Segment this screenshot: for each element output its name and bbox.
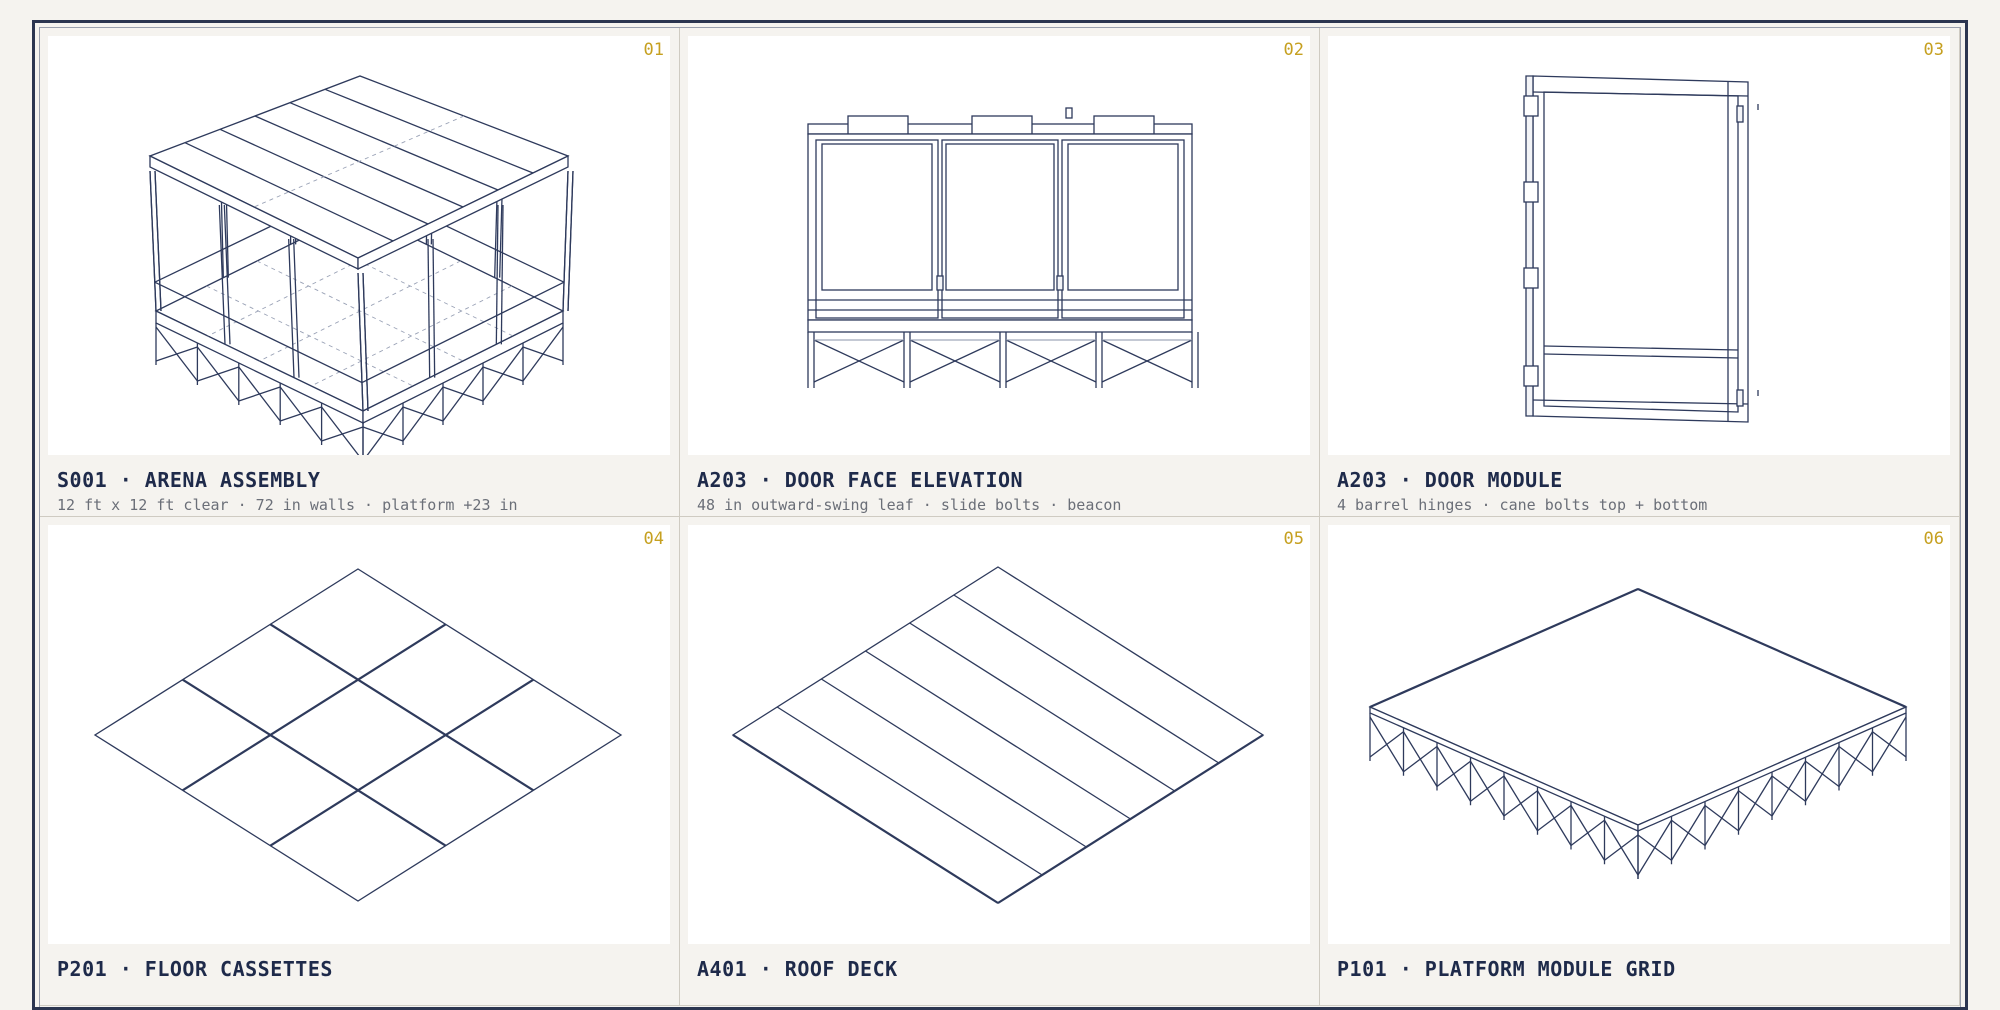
drawing-canvas: [48, 525, 670, 944]
drawing-cell-arena-assembly[interactable]: 01 S001 · ARENA ASSEMBLY 12 ft x 12 ft c…: [40, 28, 680, 517]
drawing-cell-platform-module-grid[interactable]: 06 P101 · PLATFORM MODULE GRID: [1320, 517, 1960, 1006]
sheet-subtitle: 12 ft x 12 ft clear · 72 in walls · plat…: [57, 496, 518, 514]
drawing-canvas: [1328, 36, 1950, 455]
drawing-canvas: [688, 525, 1310, 944]
sheet-subtitle: 4 barrel hinges · cane bolts top + botto…: [1337, 496, 1708, 514]
door-module-drawing: [1523, 75, 1759, 423]
sheet-inner-frame: 01 S001 · ARENA ASSEMBLY 12 ft x 12 ft c…: [39, 27, 1961, 1007]
sheet-number: 06: [1923, 529, 1944, 549]
sheet-number: 01: [643, 40, 664, 60]
drawing-canvas: [1328, 525, 1950, 944]
sheet-number: 03: [1923, 40, 1944, 60]
drawing-sheet: 01 S001 · ARENA ASSEMBLY 12 ft x 12 ft c…: [32, 20, 1968, 1010]
floor-cassettes-drawing: [93, 568, 623, 902]
sheet-number: 05: [1283, 529, 1304, 549]
door-face-elevation-drawing: [807, 107, 1199, 388]
sheet-subtitle: 48 in outward-swing leaf · slide bolts ·…: [697, 496, 1122, 514]
platform-module-grid-drawing: [1368, 587, 1908, 879]
sheet-title: A203 · DOOR MODULE: [1337, 468, 1563, 492]
sheet-title: P201 · FLOOR CASSETTES: [57, 957, 333, 981]
drawing-cell-floor-cassettes[interactable]: 04 P201 · FLOOR CASSETTES: [40, 517, 680, 1006]
drawing-canvas: [48, 36, 670, 455]
sheet-title: A401 · ROOF DECK: [697, 957, 898, 981]
drawing-canvas: [688, 36, 1310, 455]
arena-assembly-drawing: [148, 75, 574, 455]
sheet-title: P101 · PLATFORM MODULE GRID: [1337, 957, 1676, 981]
sheet-title: S001 · ARENA ASSEMBLY: [57, 468, 321, 492]
roof-deck-drawing: [731, 566, 1265, 904]
drawing-cell-door-face-elevation[interactable]: 02 A203 · DOOR FACE ELEVATION 48 in outw…: [680, 28, 1320, 517]
drawing-cell-door-module[interactable]: 03 A203 · DOOR MODULE 4 barrel hinges · …: [1320, 28, 1960, 517]
sheet-number: 02: [1283, 40, 1304, 60]
drawing-cell-roof-deck[interactable]: 05 A401 · ROOF DECK: [680, 517, 1320, 1006]
sheet-title: A203 · DOOR FACE ELEVATION: [697, 468, 1024, 492]
sheet-number: 04: [643, 529, 664, 549]
